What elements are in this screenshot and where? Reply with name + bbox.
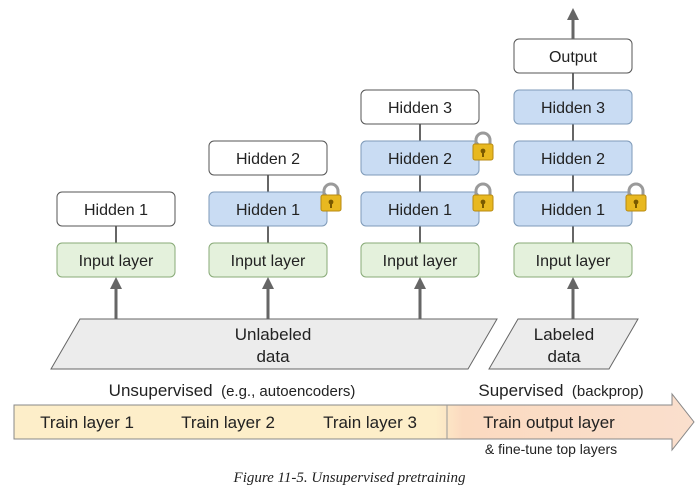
layer-input-layer: Input layer: [360, 242, 480, 278]
arrowhead: [262, 277, 274, 289]
layer-label: Hidden 2: [236, 151, 300, 168]
layer-label: Hidden 2: [388, 151, 452, 168]
layer-hidden-1: Hidden 1: [513, 182, 647, 227]
layer-input-layer: Input layer: [56, 242, 176, 278]
layer-label: Hidden 1: [388, 202, 452, 219]
arrowhead: [567, 8, 579, 20]
phase-unsupervised-label: Unsupervised: [109, 381, 213, 400]
labeled-data-line2: data: [547, 347, 581, 366]
layer-box: [360, 242, 480, 278]
timeline-final-step: Train output layer: [483, 413, 615, 432]
layer-label: Hidden 3: [541, 100, 605, 117]
layer-input-layer: Input layer: [208, 242, 328, 278]
layer-label: Input layer: [536, 253, 611, 270]
layer-hidden-2: Hidden 2: [208, 140, 328, 176]
lock-icon: [472, 182, 494, 212]
layer-hidden-3: Hidden 3: [360, 89, 480, 125]
layer-hidden-2: Hidden 2: [360, 131, 494, 176]
arrowhead: [567, 277, 579, 289]
phase-unsupervised: Unsupervised (e.g., autoencoders): [109, 381, 356, 400]
network-column-4: Input layer Hidden 1 Hidden 2 Hidden 3 Outpu…: [513, 8, 647, 319]
arrowhead: [110, 277, 122, 289]
layer-label: Hidden 1: [84, 202, 148, 219]
lock-icon: [320, 182, 342, 212]
labeled-data-line1: Labeled: [534, 325, 595, 344]
lock-icon: [625, 182, 647, 212]
timeline-final-note: & fine-tune top layers: [485, 441, 617, 457]
layer-label: Hidden 3: [388, 100, 452, 117]
layer-label: Input layer: [79, 253, 154, 270]
layer-box: [208, 242, 328, 278]
unlabeled-data: Unlabeled data: [50, 318, 498, 370]
layer-label: Hidden 2: [541, 151, 605, 168]
timeline-step-1: Train layer 1: [40, 413, 134, 432]
layer-box: [56, 191, 176, 227]
phase-supervised: Supervised (backprop): [478, 381, 643, 400]
network-column-1: Input layer Hidden 1: [56, 191, 176, 319]
layer-hidden-2: Hidden 2: [513, 140, 633, 176]
training-timeline: Train layer 1 Train layer 2 Train layer …: [13, 392, 695, 457]
layer-box: [513, 89, 633, 125]
layer-input-layer: Input layer: [513, 242, 633, 278]
pretraining-diagram: Train layer 1 Train layer 2 Train layer …: [13, 8, 695, 457]
layer-label: Hidden 1: [236, 202, 300, 219]
layer-box: [208, 140, 328, 176]
timeline-arrow: [13, 392, 695, 452]
layer-hidden-3: Hidden 3: [513, 89, 633, 125]
timeline-step-2: Train layer 2: [181, 413, 275, 432]
layer-box: [360, 89, 480, 125]
unlabeled-data-line1: Unlabeled: [235, 325, 312, 344]
layer-label: Output: [549, 49, 598, 66]
phase-supervised-label: Supervised: [478, 381, 563, 400]
layer-box: [513, 140, 633, 176]
labeled-data: Labeled data: [488, 318, 639, 370]
layer-output: Output: [513, 38, 633, 74]
layer-label: Input layer: [231, 253, 306, 270]
unlabeled-data-shape: [50, 318, 498, 370]
labeled-data-shape: [488, 318, 639, 370]
layer-label: Input layer: [383, 253, 458, 270]
phase-supervised-note: (backprop): [572, 383, 644, 400]
layer-label: Hidden 1: [541, 202, 605, 219]
network-column-2: Input layer Hidden 1 Hidden 2: [208, 140, 342, 319]
layer-hidden-1: Hidden 1: [208, 182, 342, 227]
unlabeled-data-line2: data: [256, 347, 290, 366]
layer-box: [56, 242, 176, 278]
lock-icon: [472, 131, 494, 161]
network-column-3: Input layer Hidden 1 Hidden 2 Hidden 3: [360, 89, 494, 319]
timeline-step-3: Train layer 3: [323, 413, 417, 432]
arrowhead: [414, 277, 426, 289]
figure-caption: Figure 11-5. Unsupervised pretraining: [233, 470, 466, 486]
layer-hidden-1: Hidden 1: [56, 191, 176, 227]
phase-unsupervised-note: (e.g., autoencoders): [221, 383, 355, 400]
layer-box: [513, 242, 633, 278]
network-columns: Input layer Hidden 1 Input layer Hidden 1 Hi…: [56, 8, 647, 319]
layer-hidden-1: Hidden 1: [360, 182, 494, 227]
